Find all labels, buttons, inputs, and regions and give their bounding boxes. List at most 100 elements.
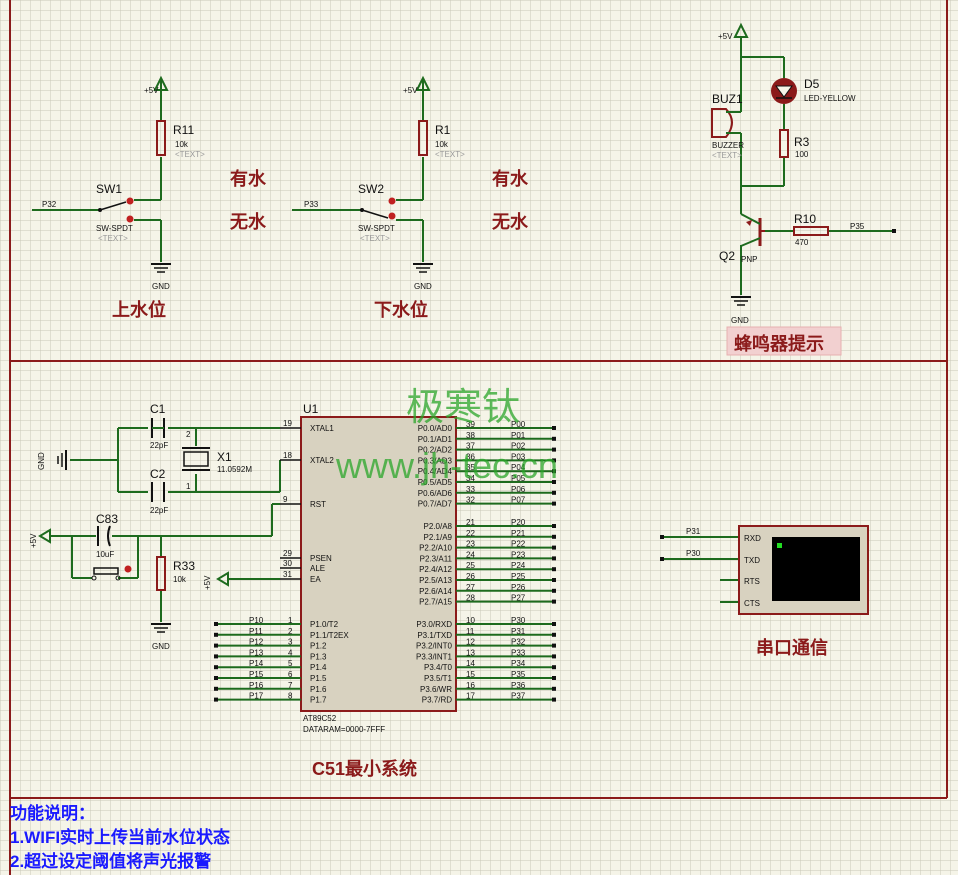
wire-terminal (214, 686, 218, 691)
port-net-label: P27 (511, 594, 526, 603)
ground-icon (731, 296, 751, 306)
mcu-pin-name: P0.0/AD0 (418, 424, 453, 433)
mcu-pin-name: P0.6/AD6 (418, 489, 453, 498)
mcu-pin-name: EA (310, 575, 321, 584)
serial-terminal[interactable] (660, 525, 869, 615)
x1-value: 11.0592M (217, 465, 252, 474)
mcu-pin-name: P3.2/INT0 (416, 642, 453, 651)
mcu-pin-name: P2.5/A13 (419, 576, 452, 585)
mcu-pin-name: P0.2/AD2 (418, 446, 453, 455)
mcu-pin-name: P0.3/AD3 (418, 456, 453, 465)
mcu-pin-number: 13 (466, 648, 475, 657)
mcu-pin-number: 37 (466, 442, 475, 451)
port-net-label: P03 (511, 452, 526, 461)
wire-terminal (214, 622, 218, 626)
led-ref: D5 (804, 77, 820, 91)
sw1-ref: SW1 (96, 182, 122, 196)
mcu-pin-number: 6 (288, 670, 293, 679)
port-net-label: P34 (511, 659, 526, 668)
wire-terminal (552, 545, 556, 550)
mcu-pin-name: P2.1/A9 (424, 533, 453, 542)
mcu-pin-number: 5 (288, 659, 293, 668)
mcu-pin-number: 12 (466, 638, 475, 647)
x1-pin2: 2 (186, 430, 191, 439)
mcu-pin-name: P0.7/AD7 (418, 500, 453, 509)
mcu-pin-number: 38 (466, 431, 475, 440)
r1-text: <TEXT> (435, 150, 465, 159)
mcu-chip[interactable] (300, 416, 457, 712)
port-net-label: P01 (511, 431, 526, 440)
crystal-circuit (38, 418, 281, 633)
port-net-label: P22 (511, 540, 526, 549)
mcu-pin-number: 19 (283, 419, 292, 428)
wire-terminal (552, 469, 556, 474)
c2-ref: C2 (150, 467, 166, 481)
wire-terminal (552, 578, 556, 582)
mcu-pin-number: 36 (466, 452, 475, 461)
mcu-ref: U1 (303, 402, 319, 416)
mcu-pin-number: 8 (288, 692, 293, 701)
mcu-pin-number: 39 (466, 420, 475, 429)
r11-text: <TEXT> (175, 150, 205, 159)
p1-net-label: P11 (249, 627, 263, 636)
sw1-status-off: 无水 (230, 211, 267, 232)
mcu-pin-number: 26 (466, 572, 475, 581)
mcu-pin-name: P2.6/A14 (419, 587, 452, 596)
wire-terminal (552, 534, 556, 539)
upper-level-sensor (32, 75, 171, 273)
mcu-pin-name: P3.7/RD (422, 696, 452, 705)
port-net-label: P32 (511, 638, 526, 647)
sw2-status-on: 有水 (492, 168, 529, 189)
mcu-pin-number: 21 (466, 518, 475, 527)
wire-terminal (552, 686, 556, 691)
mcu-pin-number: 3 (288, 638, 293, 647)
sw2-ref: SW2 (358, 182, 384, 196)
vcc-label-reset: +5V (29, 533, 38, 548)
mcu-pin-number: 35 (466, 463, 475, 472)
terminal-cursor-icon (777, 543, 782, 548)
port-net-label: P21 (511, 529, 526, 538)
wire-terminal (552, 436, 556, 441)
terminal-pin-cts: CTS (744, 599, 760, 608)
p1-net-label: P14 (249, 659, 264, 668)
wire-terminal (552, 447, 556, 452)
mcu-pin-name: PSEN (310, 554, 332, 563)
r1-value: 10k (435, 140, 449, 149)
wire-terminal (214, 643, 218, 648)
x1-ref: X1 (217, 450, 232, 464)
port-net-label: P31 (511, 627, 526, 636)
r10-value: 470 (795, 238, 809, 247)
c1-ref: C1 (150, 402, 166, 416)
mcu-pin-number: 34 (466, 474, 475, 483)
sheet-borders (9, 0, 948, 875)
mcu-pin-number: 11 (466, 627, 475, 636)
r1-ref: R1 (435, 123, 451, 137)
notes-line2: 2.超过设定阈值将声光报警 (10, 851, 211, 871)
wire-terminal (552, 567, 556, 572)
mcu-pin-name: P1.7 (310, 696, 327, 705)
mcu-pin-name: P3.3/INT1 (416, 652, 453, 661)
mcu-pin-number: 15 (466, 670, 475, 679)
mcu-pin-name: P3.4/T0 (424, 663, 453, 672)
r33-ref: R33 (173, 559, 195, 573)
c83-value: 10uF (96, 550, 114, 559)
ground-icon (413, 263, 433, 273)
gnd-label-crystal: GND (37, 452, 46, 470)
wire-terminal (214, 697, 218, 702)
sw2-type: SW-SPDT (358, 224, 395, 233)
r3-ref: R3 (794, 135, 810, 149)
wire-terminal (552, 654, 556, 659)
mcu-pin-name: RST (310, 500, 326, 509)
p1-net-label: P17 (249, 692, 264, 701)
mcu-pin-name: P3.6/WR (420, 685, 452, 694)
c2-value: 22pF (150, 506, 168, 515)
upper-level-title: 上水位 (112, 299, 166, 320)
p1-net-label: P10 (249, 616, 264, 625)
wire-terminal (214, 676, 218, 680)
vcc-icon (216, 571, 229, 587)
port-net-label: P35 (511, 670, 526, 679)
port-net-label: P30 (511, 616, 526, 625)
p1-net-label: P16 (249, 681, 264, 690)
wire-terminal (552, 622, 556, 626)
